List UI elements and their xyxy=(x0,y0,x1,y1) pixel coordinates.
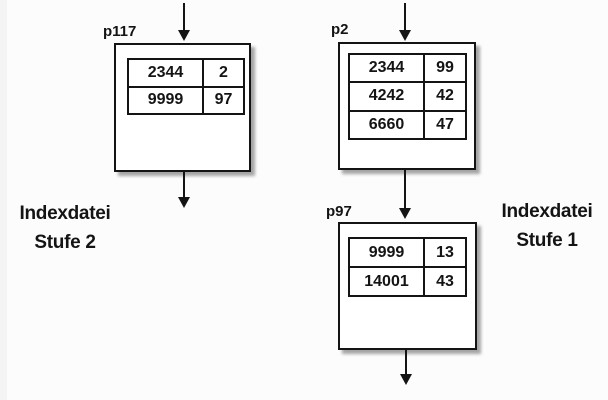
index-table-p117: 2344 2 9999 97 xyxy=(127,58,245,115)
node-label-p2: p2 xyxy=(331,21,349,38)
arrow-shaft xyxy=(183,3,185,32)
pointer-cell: 97 xyxy=(202,87,243,113)
table-row: 9999 13 xyxy=(350,239,465,266)
pointer-cell: 13 xyxy=(423,239,465,266)
table-row: 14001 43 xyxy=(350,266,465,295)
arrow-head-down-icon xyxy=(178,197,190,208)
caption-indexdatei-stufe2: Indexdatei Stufe 2 xyxy=(3,199,127,257)
caption-line: Stufe 1 xyxy=(516,230,578,251)
caption-line: Indexdatei xyxy=(19,203,111,224)
arrow-shaft xyxy=(183,172,185,199)
key-cell: 6660 xyxy=(368,115,405,133)
pointer-cell: 42 xyxy=(423,83,465,110)
caption-line: Indexdatei xyxy=(501,201,593,222)
key-cell: 2344 xyxy=(147,63,184,81)
pointer-cell: 2 xyxy=(202,60,243,86)
pointer-cell: 43 xyxy=(423,268,465,295)
key-cell: 4242 xyxy=(368,87,405,105)
arrow-head-down-icon xyxy=(400,374,412,385)
outgoing-arrow-p97 xyxy=(400,350,412,385)
node-label-p97: p97 xyxy=(326,203,352,220)
arrow-shaft xyxy=(404,170,406,210)
table-row: 2344 99 xyxy=(350,55,465,82)
arrow-head-down-icon xyxy=(178,30,190,41)
key-cell: 9999 xyxy=(368,243,405,261)
table-row: 6660 47 xyxy=(350,109,465,138)
node-label-p117: p117 xyxy=(103,23,137,40)
caption-indexdatei-stufe1: Indexdatei Stufe 1 xyxy=(485,197,608,255)
incoming-arrow-p2 xyxy=(399,3,411,41)
index-table-p97: 9999 13 14001 43 xyxy=(348,237,467,297)
arrow-head-down-icon xyxy=(399,30,411,41)
arrow-shaft xyxy=(405,350,407,376)
incoming-arrow-p117 xyxy=(178,3,190,41)
connector-arrow-p2-to-p97 xyxy=(399,170,411,219)
pointer-cell: 99 xyxy=(423,55,465,82)
table-row: 9999 97 xyxy=(129,85,243,113)
arrow-shaft xyxy=(404,3,406,32)
outgoing-arrow-p117 xyxy=(178,172,190,208)
key-cell: 2344 xyxy=(368,59,405,77)
key-cell: 14001 xyxy=(364,272,409,290)
page-edge-strip xyxy=(0,0,7,400)
caption-line: Stufe 2 xyxy=(34,232,96,253)
key-cell: 9999 xyxy=(147,91,184,109)
arrow-head-down-icon xyxy=(399,208,411,219)
table-row: 2344 2 xyxy=(129,60,243,86)
pointer-cell: 47 xyxy=(423,111,465,138)
